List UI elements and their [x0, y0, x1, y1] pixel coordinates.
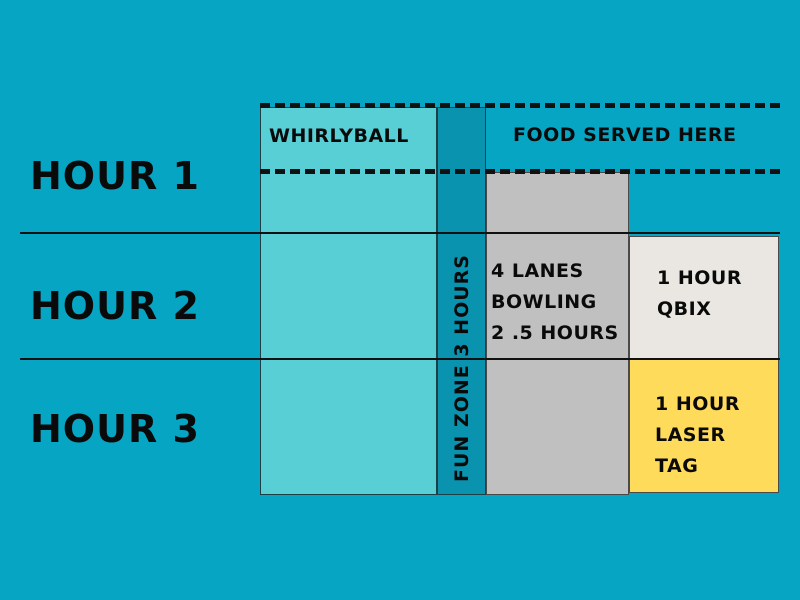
food-band [486, 107, 780, 172]
bowling-line-2: BOWLING [491, 290, 597, 313]
bowling-line-3: 2 .5 HOURS [491, 321, 619, 344]
laser-line-1: 1 HOUR [655, 393, 740, 415]
funzone-label: FUN ZONE 3 HOURS [451, 254, 473, 482]
bowling-label: 4 LANES BOWLING 2 .5 HOURS [491, 256, 619, 348]
whirlyball-label: WHIRLYBALL [269, 125, 409, 147]
whirlyball-column [260, 107, 437, 495]
laser-tag-label: 1 HOUR LASER TAG [655, 389, 740, 481]
hour-1-label: HOUR 1 [30, 154, 200, 198]
hour-2-label: HOUR 2 [30, 284, 200, 328]
laser-tag-block [629, 359, 779, 493]
row-divider-1 [20, 232, 780, 234]
qbix-line-2: QBIX [657, 297, 712, 320]
row-divider-2 [20, 358, 780, 360]
bowling-block [486, 172, 629, 495]
qbix-line-1: 1 HOUR [657, 267, 742, 289]
laser-line-2: LASER [655, 423, 726, 446]
laser-line-3: TAG [655, 454, 699, 477]
food-label: FOOD SERVED HERE [513, 124, 737, 146]
dashed-line-top [260, 103, 780, 108]
bowling-line-1: 4 LANES [491, 260, 584, 282]
qbix-label: 1 HOUR QBIX [657, 263, 742, 325]
hour-3-label: HOUR 3 [30, 407, 200, 451]
dashed-line-bottom [260, 169, 780, 174]
